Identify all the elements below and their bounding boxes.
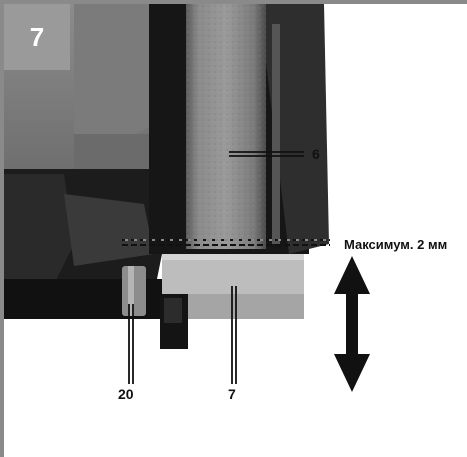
callout-20: 20 — [118, 386, 134, 402]
base-shadow — [4, 174, 74, 304]
tool-rest-top — [162, 254, 304, 260]
housing-side — [74, 4, 154, 154]
figure-number: 7 — [4, 4, 70, 70]
housing-lip — [74, 134, 154, 169]
gap-indicator — [122, 239, 330, 246]
grinder-photo — [4, 4, 467, 457]
double-arrow-icon — [334, 256, 370, 392]
callout-6: 6 — [312, 146, 320, 162]
guard-bracket — [64, 194, 154, 266]
gap-note: Максимум. 2 мм — [344, 237, 448, 252]
guard-edge — [272, 24, 280, 244]
tool-rest-front — [186, 294, 304, 319]
leader-lines — [128, 151, 304, 384]
screw-highlight — [128, 266, 134, 316]
callout-7: 7 — [228, 386, 236, 402]
clamp-face — [164, 298, 182, 323]
wheel-texture — [186, 4, 266, 249]
